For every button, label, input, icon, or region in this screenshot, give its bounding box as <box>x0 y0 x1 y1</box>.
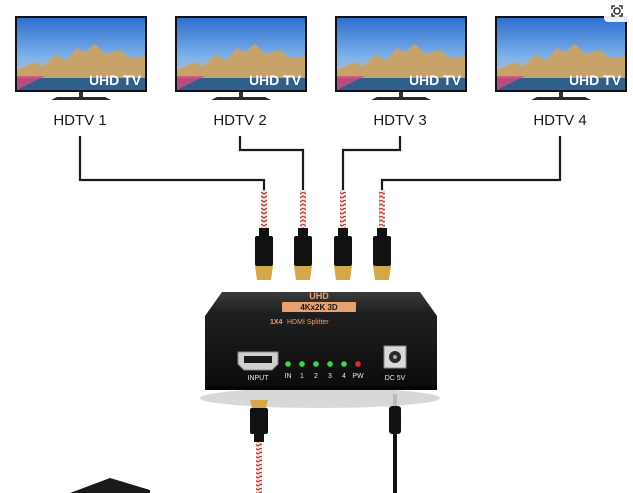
power-label: DC 5V <box>385 375 406 382</box>
led-3 <box>327 361 333 367</box>
led-in <box>285 361 291 367</box>
tv-label-hdtv-3: HDTV 3 <box>373 112 427 129</box>
brand-label: UHD <box>309 291 329 301</box>
uhd-tv-1: UHD TV <box>15 16 147 100</box>
tv-label-hdtv-4: HDTV 4 <box>533 112 587 129</box>
led-2 <box>313 361 319 367</box>
cable-hdtv-4 <box>380 136 562 190</box>
resolution-label: 4Kx2K 3D <box>300 303 338 312</box>
resolution-badge <box>282 302 356 312</box>
input-cable <box>250 400 268 493</box>
uhd-tv-2: UHD TV <box>175 16 307 100</box>
led-1 <box>299 361 305 367</box>
hdmi-plug-3 <box>334 190 352 280</box>
cable-hdtv-3 <box>341 136 402 190</box>
led-label-pw: PW <box>352 373 364 380</box>
background-object <box>70 478 150 493</box>
model-prefix-label: 1X4 <box>270 319 283 326</box>
led-pw <box>355 361 361 367</box>
uhd-tv-3: UHD TV <box>335 16 467 100</box>
hdmi-plug-2 <box>294 190 312 280</box>
model-label: HDMI Splitter <box>287 319 329 326</box>
tv-cables <box>78 136 562 190</box>
input-label: INPUT <box>248 375 270 382</box>
hdmi-plug-1 <box>255 190 273 280</box>
tv-label-hdtv-2: HDTV 2 <box>213 112 267 129</box>
tv-label-hdtv-1: HDTV 1 <box>53 112 107 129</box>
tv-badge-2: UHD TV <box>249 72 302 88</box>
led-label-1: 1 <box>300 373 304 380</box>
cable-hdtv-2 <box>238 136 305 190</box>
led-label-2: 2 <box>314 373 318 380</box>
power-cable <box>389 394 401 493</box>
led-label-in: IN <box>285 373 292 380</box>
hdmi-splitter: UHD 4Kx2K 3D 1X4 HDMI Splitter INPUT IN 1… <box>200 291 440 408</box>
led-label-4: 4 <box>342 373 346 380</box>
tv-badge-3: UHD TV <box>409 72 462 88</box>
hdmi-plug-4 <box>373 190 391 280</box>
led-4 <box>341 361 347 367</box>
lens-search-icon-glyph <box>611 5 623 17</box>
tv-badge-4: UHD TV <box>569 72 622 88</box>
led-label-3: 3 <box>328 373 332 380</box>
uhd-tv-4: UHD TV <box>495 16 627 100</box>
cable-hdtv-1 <box>78 136 266 190</box>
tv-badge-1: UHD TV <box>89 72 142 88</box>
lens-search-icon[interactable] <box>604 0 630 22</box>
